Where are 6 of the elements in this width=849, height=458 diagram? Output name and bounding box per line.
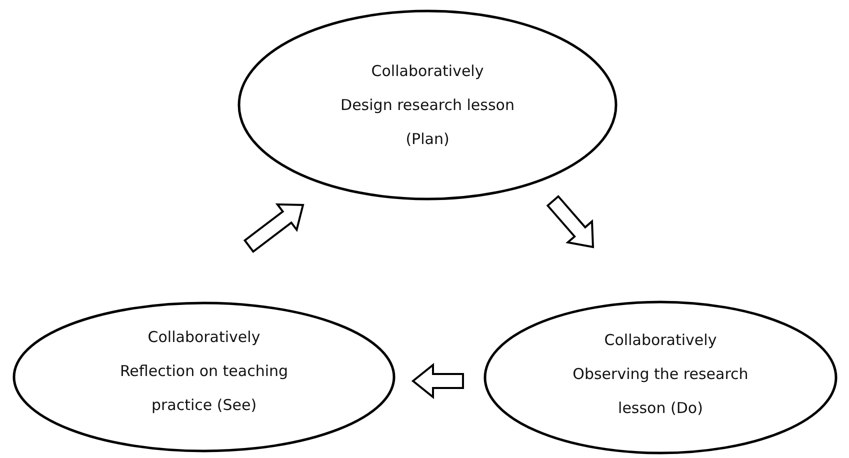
node-text: Collaboratively Design research lesson (Plan): [340, 61, 514, 150]
block-arrow: [411, 362, 464, 400]
node-text: Collaboratively Observing the research lesson (Do): [572, 330, 748, 418]
node-text: Collaboratively Reflection on teaching practice (See): [120, 327, 288, 416]
block-arrow: [546, 195, 594, 248]
block-arrow: [243, 203, 304, 253]
